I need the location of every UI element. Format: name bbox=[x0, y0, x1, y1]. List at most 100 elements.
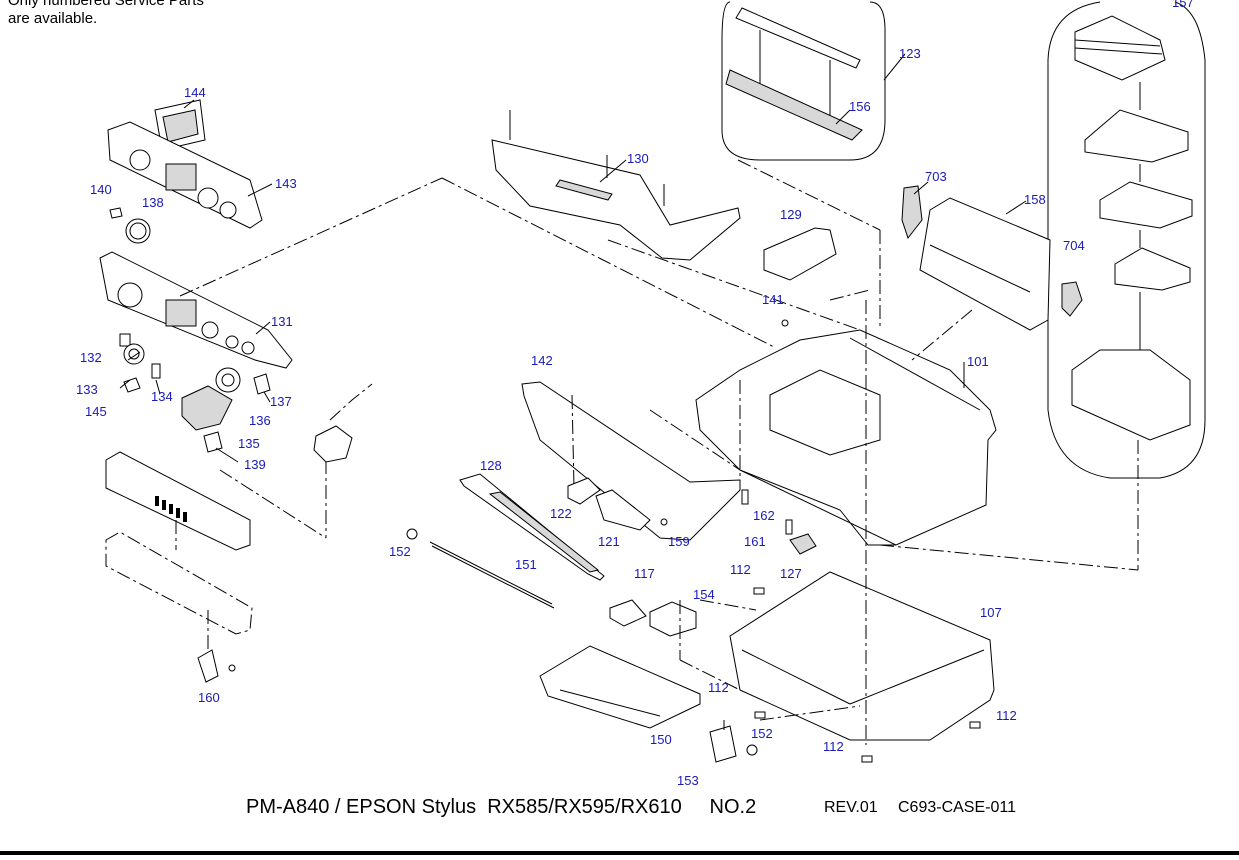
part-135 bbox=[181, 385, 233, 431]
callout-156: 156 bbox=[849, 99, 871, 114]
part-160 bbox=[197, 649, 236, 683]
revision-label: REV.01 bbox=[824, 799, 878, 816]
part-145 bbox=[123, 377, 141, 393]
callout-153: 153 bbox=[677, 773, 699, 788]
callout-150: 150 bbox=[650, 732, 672, 747]
group-outline-157 bbox=[1047, 1, 1206, 479]
callout-112-d: 112 bbox=[823, 739, 844, 754]
part-129 bbox=[763, 227, 837, 281]
callout-141: 141 bbox=[762, 292, 784, 307]
callout-128: 128 bbox=[480, 458, 502, 473]
callout-142: 142 bbox=[531, 353, 553, 368]
callout-112-a: 112 bbox=[730, 562, 751, 577]
service-parts-note: Only numbered Service Parts are availabl… bbox=[8, 0, 204, 28]
part-133 bbox=[123, 343, 145, 365]
part-156 bbox=[725, 7, 863, 141]
callout-137: 137 bbox=[270, 394, 292, 409]
part-107 bbox=[729, 571, 995, 741]
part-136 bbox=[215, 367, 241, 393]
callout-101: 101 bbox=[967, 354, 989, 369]
part-703 bbox=[901, 185, 923, 240]
callout-132: 132 bbox=[80, 350, 102, 365]
assembly-leader-lines bbox=[175, 159, 1139, 745]
part-132 bbox=[119, 333, 131, 347]
model-title: PM-A840 / EPSON Stylus RX585/RX595/RX610… bbox=[246, 796, 757, 818]
part-circuit-board-lower bbox=[105, 531, 253, 635]
callout-151: 151 bbox=[515, 557, 537, 572]
part-153 bbox=[709, 725, 737, 763]
callout-144: 144 bbox=[184, 85, 206, 100]
callout-154: 154 bbox=[693, 587, 715, 602]
part-154 bbox=[649, 601, 697, 637]
note-line-1: Only numbered Service Parts bbox=[8, 0, 204, 9]
part-bracket-mid bbox=[313, 383, 373, 463]
callout-138: 138 bbox=[142, 195, 164, 210]
callout-112-c: 112 bbox=[996, 708, 1017, 723]
group-outline-123 bbox=[721, 1, 886, 161]
callout-152-lower: 152 bbox=[751, 726, 773, 741]
part-142 bbox=[521, 381, 741, 541]
part-704 bbox=[1061, 281, 1083, 317]
part-101 bbox=[695, 329, 997, 546]
part-150 bbox=[539, 645, 701, 729]
callout-158: 158 bbox=[1024, 192, 1046, 207]
part-152-upper bbox=[406, 528, 418, 540]
part-112-b bbox=[754, 711, 766, 719]
callout-130: 130 bbox=[627, 151, 649, 166]
part-141 bbox=[781, 319, 789, 327]
part-112-a bbox=[753, 587, 765, 595]
callout-162: 162 bbox=[753, 508, 775, 523]
drawing-code: C693-CASE-011 bbox=[898, 799, 1016, 816]
part-151 bbox=[429, 541, 555, 609]
part-143 bbox=[107, 121, 263, 229]
part-140 bbox=[109, 207, 123, 219]
part-157 bbox=[1071, 15, 1193, 441]
callout-133: 133 bbox=[76, 382, 98, 397]
callout-129: 129 bbox=[780, 207, 802, 222]
callout-131: 131 bbox=[271, 314, 293, 329]
callout-117: 117 bbox=[634, 566, 655, 581]
part-127 bbox=[789, 533, 817, 555]
callout-122: 122 bbox=[550, 506, 572, 521]
callout-leaders bbox=[119, 53, 1027, 463]
part-117 bbox=[609, 599, 647, 627]
callout-107: 107 bbox=[980, 605, 1002, 620]
callout-135: 135 bbox=[238, 436, 260, 451]
callout-703: 703 bbox=[925, 169, 947, 184]
part-138 bbox=[125, 218, 151, 244]
callout-136: 136 bbox=[249, 413, 271, 428]
part-139 bbox=[203, 431, 223, 453]
callout-704: 704 bbox=[1063, 238, 1085, 253]
callout-145: 145 bbox=[85, 404, 107, 419]
part-112-c bbox=[969, 721, 981, 729]
callout-139: 139 bbox=[244, 457, 266, 472]
part-159 bbox=[660, 518, 668, 526]
part-130 bbox=[491, 110, 741, 261]
part-131 bbox=[99, 251, 293, 369]
part-161 bbox=[785, 519, 793, 535]
part-152-lower bbox=[746, 744, 758, 756]
callout-134: 134 bbox=[151, 389, 173, 404]
part-158 bbox=[919, 197, 1051, 331]
part-circuit-board-main bbox=[105, 451, 251, 551]
callout-112-b: 112 bbox=[708, 680, 729, 695]
callout-127: 127 bbox=[780, 566, 802, 581]
part-128 bbox=[459, 473, 605, 581]
bottom-rule bbox=[0, 851, 1239, 855]
part-112-d bbox=[861, 755, 873, 763]
part-121 bbox=[595, 489, 651, 531]
part-122 bbox=[567, 477, 601, 505]
callout-161: 161 bbox=[744, 534, 766, 549]
callout-159: 159 bbox=[668, 534, 690, 549]
part-162 bbox=[741, 489, 749, 505]
callout-121: 121 bbox=[598, 534, 620, 549]
callout-123: 123 bbox=[899, 46, 921, 61]
callout-160: 160 bbox=[198, 690, 220, 705]
part-137 bbox=[253, 373, 271, 395]
callout-157: 157 bbox=[1172, 0, 1194, 10]
note-line-2: are available. bbox=[8, 10, 98, 27]
callout-140: 140 bbox=[90, 182, 112, 197]
callout-143: 143 bbox=[275, 176, 297, 191]
